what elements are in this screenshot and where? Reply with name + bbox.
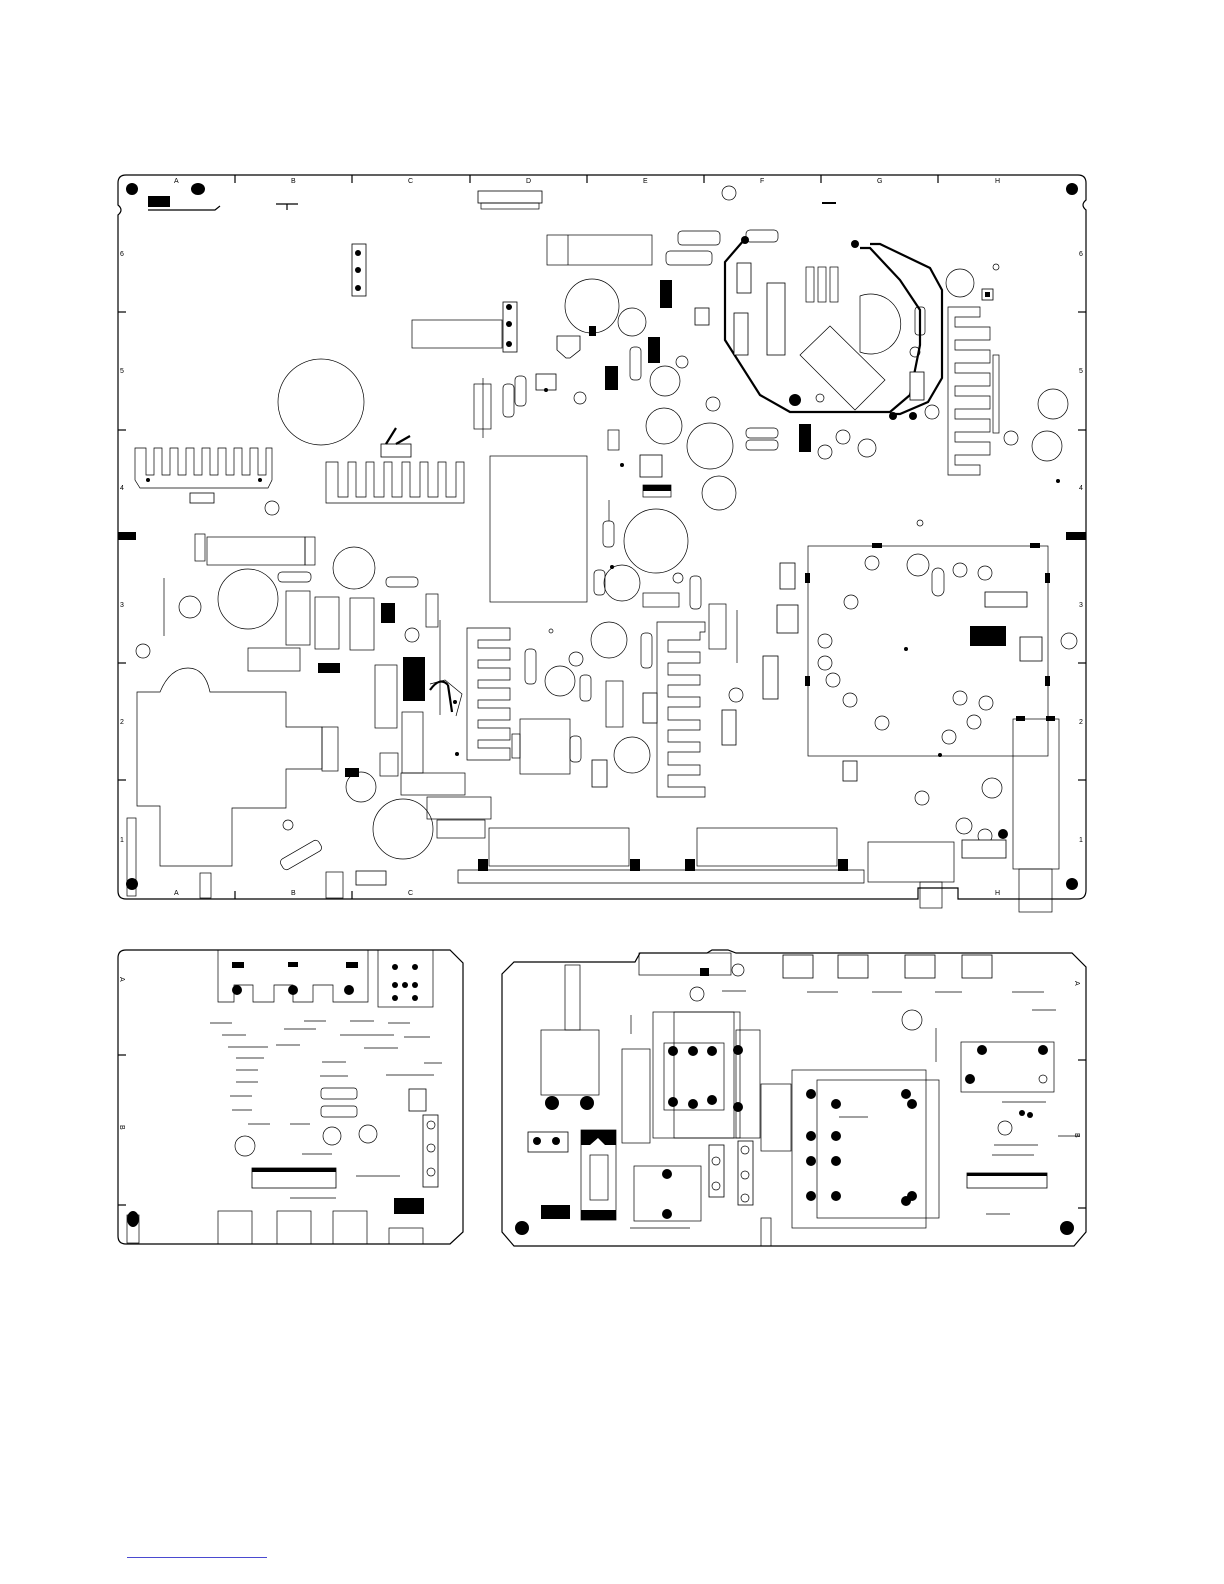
row-label-right-5: 5 (1079, 368, 1083, 375)
side-module (868, 716, 1059, 912)
col-label-f: F (760, 178, 764, 185)
vias (355, 250, 1060, 757)
col-label-b: B (291, 178, 296, 185)
heatsink-left (135, 448, 272, 503)
trace-lines (164, 378, 737, 716)
row-label-right-1: 1 (1079, 837, 1083, 844)
sub-left-row-a: A (118, 977, 125, 982)
sub-right-row-b: B (1073, 1133, 1080, 1138)
small-connectors (536, 336, 857, 787)
row-label-left-3: 3 (120, 602, 124, 609)
sub-board-left: A B (118, 950, 463, 1244)
bottom-col-label-h: H (995, 890, 1000, 897)
top-border-ticks (235, 175, 938, 183)
main-board: A B C D E F G H A B C H 6 5 4 3 2 1 6 5 … (118, 175, 1086, 1151)
sub-left-row-b: B (118, 1125, 125, 1130)
bottom-col-label-b: B (291, 890, 296, 897)
bracket-left (127, 668, 386, 898)
col-label-a: A (174, 178, 179, 185)
row-label-right-2: 2 (1079, 719, 1083, 726)
sub-board-right: A B (502, 950, 1086, 1246)
top-connector (478, 191, 542, 209)
row-label-left-6: 6 (120, 251, 124, 258)
sub-right-row-a: A (1073, 981, 1080, 986)
small-bracket (276, 204, 298, 210)
heatsink-center (326, 428, 464, 503)
col-label-e: E (643, 178, 648, 185)
small-electrolytic-caps (136, 269, 1068, 834)
bottom-col-label-c: C (408, 890, 413, 897)
bottom-col-label-a: A (174, 890, 179, 897)
octagon-trace (695, 236, 999, 526)
col-label-h: H (995, 178, 1000, 185)
row-label-right-6: 6 (1079, 251, 1083, 258)
footer-rule (127, 1557, 267, 1558)
row-label-right-3: 3 (1079, 602, 1083, 609)
row-label-left-2: 2 (120, 719, 124, 726)
row-label-right-4: 4 (1079, 485, 1083, 492)
row-label-left-5: 5 (120, 368, 124, 375)
sub-right-lines (630, 991, 1080, 1228)
row-label-left-4: 4 (120, 485, 124, 492)
col-label-c: C (408, 178, 413, 185)
col-label-g: G (877, 178, 882, 185)
col-label-d: D (526, 178, 531, 185)
bottom-slot-connectors (458, 828, 864, 883)
row-label-left-1: 1 (120, 837, 124, 844)
rect-components (195, 235, 791, 1151)
comb-middle (467, 622, 705, 797)
comb-right (948, 289, 999, 475)
